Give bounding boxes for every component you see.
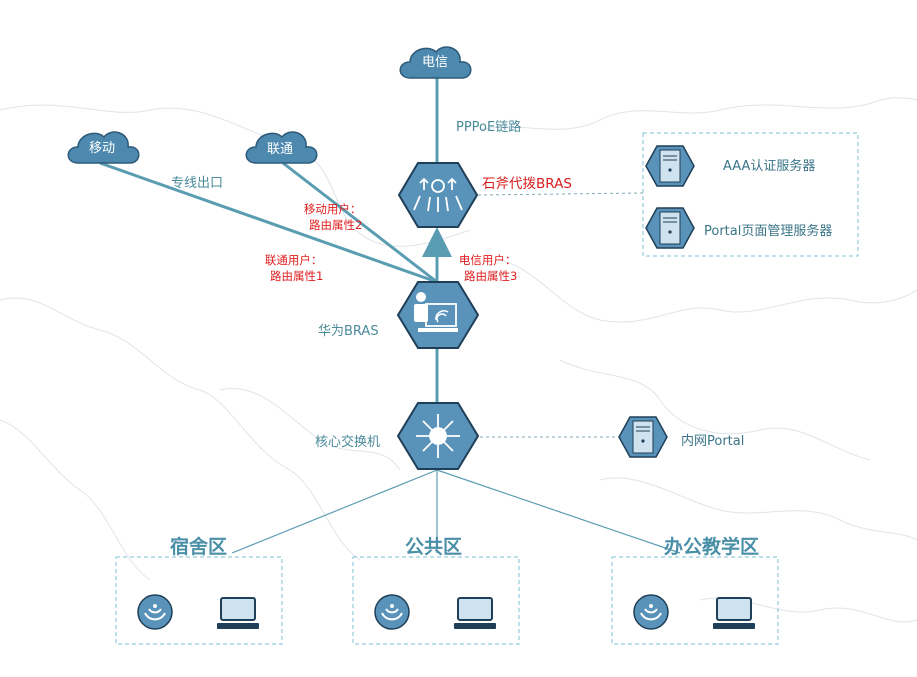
- cloud-mobile: [67, 131, 140, 164]
- zone-dorm-box: [115, 556, 283, 645]
- computer-icon: [217, 597, 259, 629]
- aaa-server-label: AAA认证服务器: [723, 159, 816, 174]
- cloud-mobile-shape: [67, 131, 140, 164]
- intranet-portal-node[interactable]: [618, 416, 668, 458]
- server-icon: [659, 211, 681, 245]
- bras-shifu-node[interactable]: [397, 162, 479, 228]
- pppoe-link-label: PPPoE链路: [456, 120, 522, 135]
- dashed-links: [477, 192, 644, 438]
- core-switch-label: 核心交换机: [315, 435, 381, 450]
- telecom-user-text: 电信用户：: [458, 253, 517, 267]
- aaa-server-node[interactable]: [645, 145, 695, 187]
- telecom-attr-text: 路由属性3: [464, 269, 518, 283]
- mobile-route-label: 移动用户： 路由属性2: [303, 201, 362, 233]
- cloud-mobile-label: 移动: [89, 141, 116, 156]
- portal-server-node[interactable]: [645, 207, 695, 249]
- zone-office-devices: [633, 594, 755, 630]
- mobile-user-text: 移动用户：: [303, 202, 362, 216]
- zone-office-box: [611, 556, 779, 645]
- cloud-telecom-shape: [399, 46, 472, 79]
- zone-dorm-label: 宿舍区: [170, 536, 228, 558]
- zone-public-devices: [374, 594, 496, 630]
- wifi-ap-icon: [633, 594, 669, 630]
- zone-dorm-devices: [137, 594, 259, 630]
- router-arrows-icon: [413, 177, 463, 212]
- zone-office-label: 办公教学区: [664, 536, 760, 558]
- server-icon: [632, 420, 654, 454]
- mobile-attr-text: 路由属性2: [309, 218, 363, 232]
- cloud-unicom-label: 联通: [267, 142, 294, 157]
- link-mobile-huawei: [99, 161, 438, 284]
- unicom-attr-text: 路由属性1: [270, 269, 324, 283]
- telecom-route-label: 电信用户： 路由属性3: [458, 252, 517, 284]
- wifi-ap-icon: [137, 594, 173, 630]
- unicom-route-label: 联通用户： 路由属性1: [264, 252, 323, 284]
- dashed-bras-server-group: [477, 192, 644, 196]
- computer-icon: [713, 597, 755, 629]
- intranet-portal-label: 内网Portal: [681, 434, 745, 449]
- computer-icon: [454, 597, 496, 629]
- cloud-unicom: [245, 131, 318, 164]
- portal-server-label: Portal页面管理服务器: [704, 224, 833, 239]
- zone-public-box: [352, 556, 520, 645]
- switch-star-icon: [416, 414, 460, 458]
- server-group-box: [642, 132, 859, 257]
- cloud-telecom-label: 电信: [422, 55, 449, 70]
- link-unicom-huawei: [282, 161, 438, 284]
- dedicated-exit-label: 专线出口: [171, 176, 224, 191]
- link-core-dorm: [231, 469, 438, 554]
- access-point-user-icon: [414, 292, 458, 332]
- bras-shifu-label: 石斧代拨BRAS: [482, 176, 572, 192]
- server-icon: [659, 149, 681, 183]
- cloud-unicom-shape: [245, 131, 318, 164]
- bras-huawei-label: 华为BRAS: [318, 324, 379, 339]
- wifi-ap-icon: [374, 594, 410, 630]
- unicom-user-text: 联通用户：: [264, 253, 323, 267]
- cloud-telecom: [399, 46, 472, 79]
- link-core-office: [436, 469, 681, 554]
- zone-public-label: 公共区: [405, 536, 463, 558]
- connection-lines: [99, 75, 681, 554]
- bras-huawei-node[interactable]: [396, 281, 480, 349]
- core-switch-node[interactable]: [396, 402, 480, 470]
- bras-shifu-hexagon: [397, 162, 479, 228]
